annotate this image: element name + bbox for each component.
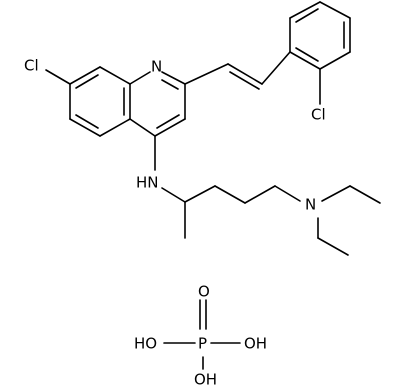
atom-label-oh-bottom: OH [194,371,217,389]
bond-c5-c6 [99,118,131,137]
bond-ch2b-ch2c [244,185,276,204]
bond-ethyl1-ch3 [349,185,381,204]
bond-ph-3 [319,1,351,19]
bond-c8a-c4a [99,66,131,85]
double-bond-inner-ph-c [295,47,319,62]
bond-c8a-n1 [129,71,151,85]
atom-label-n-ring: N [151,58,162,76]
quinoline-pyridine-ring [129,71,186,137]
atom-label-cl-phenyl: Cl [311,106,326,124]
bond-ph-5 [319,51,351,70]
bond-c4-c4a [129,118,156,137]
bond-ch-ch2a [184,185,216,203]
bond-ch2a-ch2b [214,185,246,204]
atom-label-ho-left: HO [134,335,157,353]
double-bond-inner-c3 [156,114,180,129]
bond-n-ethyl1 [321,185,351,202]
double-bond-inner-c8 [75,74,99,89]
bond-ch2c-n [274,185,301,202]
amine-side-chain [154,135,381,256]
atom-label-o-double: O [198,283,210,301]
bond-vinyl-double-inner [229,71,260,90]
bond-c2-vinyl [184,63,229,85]
bond-n1-c2 [161,71,186,85]
atom-label-phosphorus: P [198,335,207,353]
atom-label-cl-quinoline: Cl [24,57,39,75]
double-bond-inner-ph-a [295,8,319,23]
bond-ph-6 [289,51,321,70]
bond-c3-c4 [154,118,186,137]
chlorophenyl-ring [289,1,351,70]
bond-nh-ch [161,187,186,203]
double-bond-inner-n1 [161,79,179,90]
vinyl-linker [184,51,291,90]
double-bond-inner-c6 [75,114,99,129]
bond-ethyl2-ch3 [317,237,349,256]
atom-label-n-diethyl: N [305,196,316,214]
bond-ph-2 [289,1,321,19]
bond-vinyl-double [227,63,263,85]
bond-c8-c8a [69,66,101,85]
bond-c7-cl [45,69,71,85]
phosphate-bonds [163,299,241,370]
bond-vinyl-phenyl [261,51,291,85]
atom-label-hn: HN [136,174,159,192]
atom-label-oh-right: OH [244,335,267,353]
quinoline-benzo-ring [69,66,131,137]
bond-c6-c7 [69,118,101,137]
